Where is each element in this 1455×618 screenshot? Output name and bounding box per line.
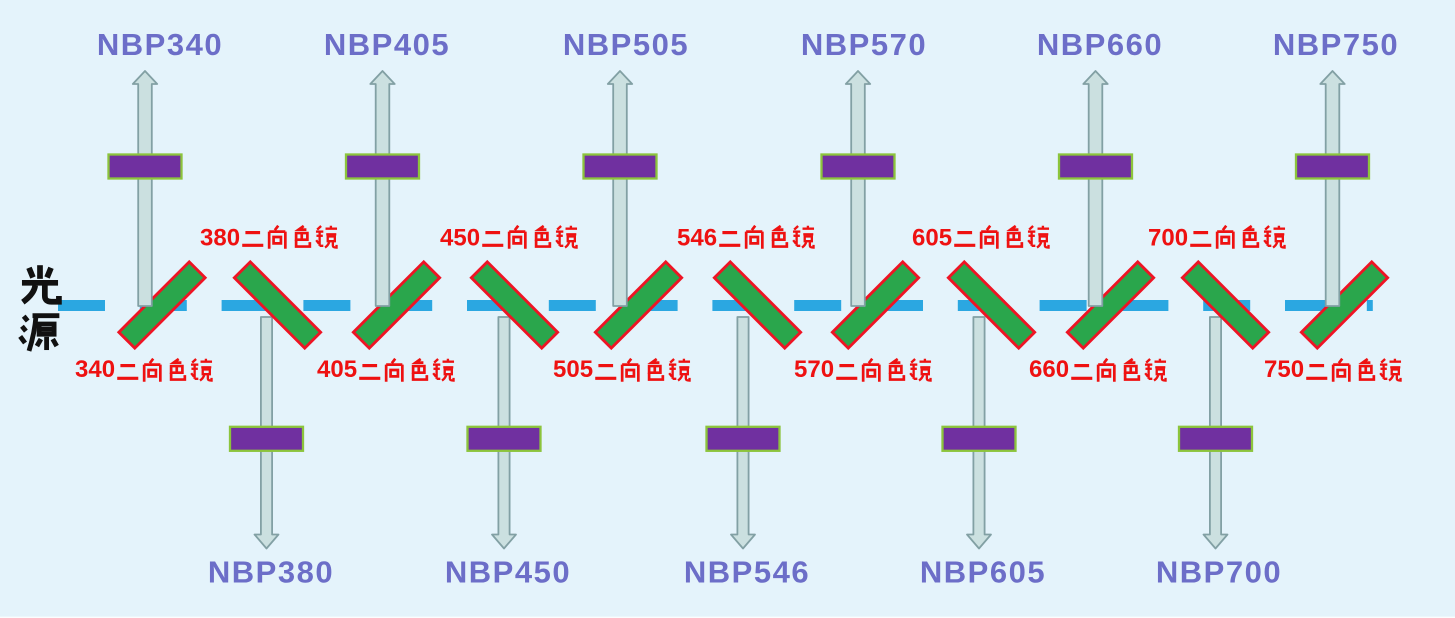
svg-text:380: 380 — [200, 224, 240, 251]
svg-text:660: 660 — [1029, 356, 1069, 383]
svg-text:NBP450: NBP450 — [445, 555, 571, 590]
svg-text:NBP605: NBP605 — [920, 555, 1046, 590]
svg-text:NBP380: NBP380 — [208, 555, 334, 590]
svg-text:NBP700: NBP700 — [1156, 555, 1282, 590]
svg-text:505: 505 — [553, 356, 593, 383]
svg-text:NBP405: NBP405 — [324, 27, 450, 62]
svg-text:NBP505: NBP505 — [563, 27, 689, 62]
svg-text:NBP660: NBP660 — [1037, 27, 1163, 62]
svg-text:NBP570: NBP570 — [801, 27, 927, 62]
svg-text:570: 570 — [794, 356, 834, 383]
svg-text:750: 750 — [1264, 356, 1304, 383]
svg-text:546: 546 — [677, 224, 717, 251]
svg-text:NBP340: NBP340 — [97, 27, 223, 62]
svg-text:NBP546: NBP546 — [684, 555, 810, 590]
svg-text:700: 700 — [1148, 224, 1188, 251]
svg-text:450: 450 — [440, 224, 480, 251]
svg-text:NBP750: NBP750 — [1273, 27, 1399, 62]
svg-text:340: 340 — [75, 356, 115, 383]
svg-text:605: 605 — [912, 224, 952, 251]
svg-text:405: 405 — [317, 356, 357, 383]
